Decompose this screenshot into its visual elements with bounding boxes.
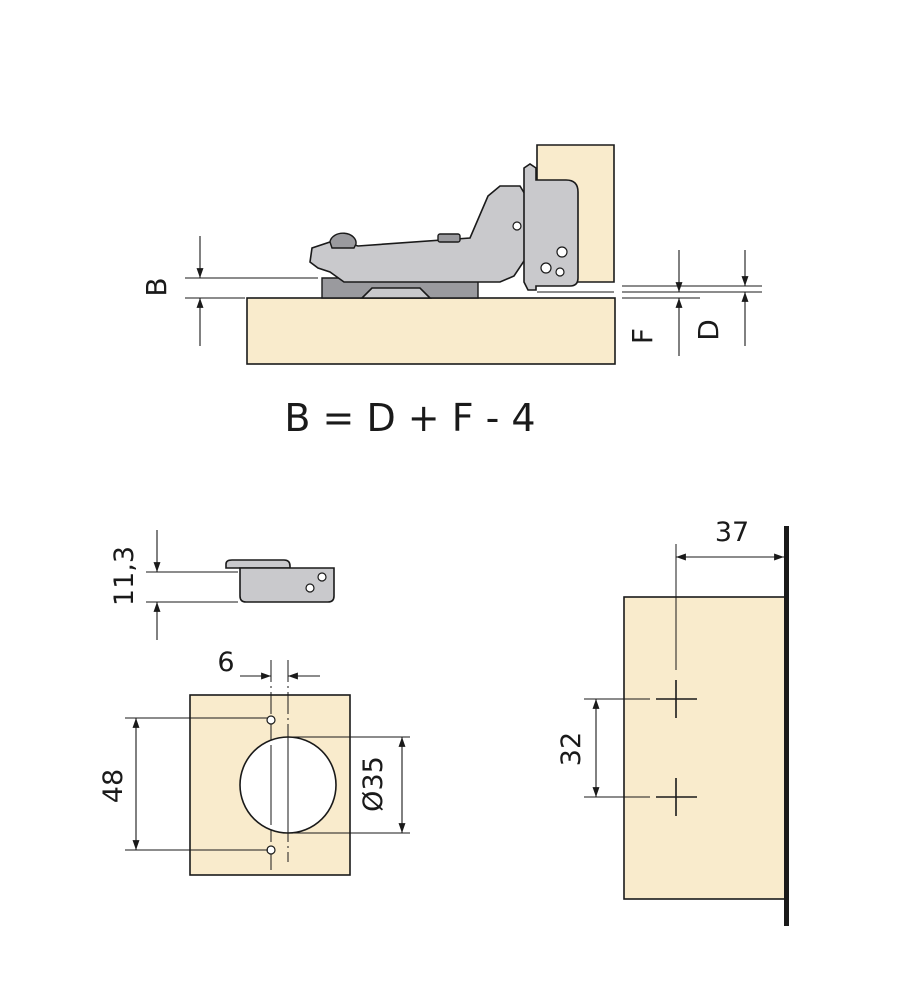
cabinet-front-edge [784,526,789,926]
mounting-plate-layout: 37 32 [556,517,789,926]
cup-profile [239,567,335,603]
hinge-side-view: B F D B = D + F - 4 [140,144,762,440]
diameter-35-label: Ø35 [358,756,389,812]
plate-hole-bottom-cross-icon [656,778,697,816]
cabinet-side-panel [623,596,786,900]
hinge-cup [523,163,579,291]
cabinet-panel [246,297,616,365]
screw-hole-bottom [266,845,276,855]
hole-spacing-32-label: 32 [556,732,587,766]
cup-detail-view: 11,3 6 48 Ø35 [98,530,410,876]
spacing-48-label: 48 [98,769,129,803]
adjustment-screw-icon [512,221,522,231]
formula-text: B = D + F - 4 [284,396,535,440]
edge-distance-37-label: 37 [715,517,749,548]
plate-hole-top-cross-icon [656,680,697,718]
offset-6-label: 6 [217,647,234,678]
screw-hole-top [266,715,276,725]
cup-height-label: 11,3 [109,546,140,606]
dimension-b-label: B [140,277,173,296]
dimension-d-label: D [692,319,725,341]
dimension-f-label: F [626,328,659,344]
